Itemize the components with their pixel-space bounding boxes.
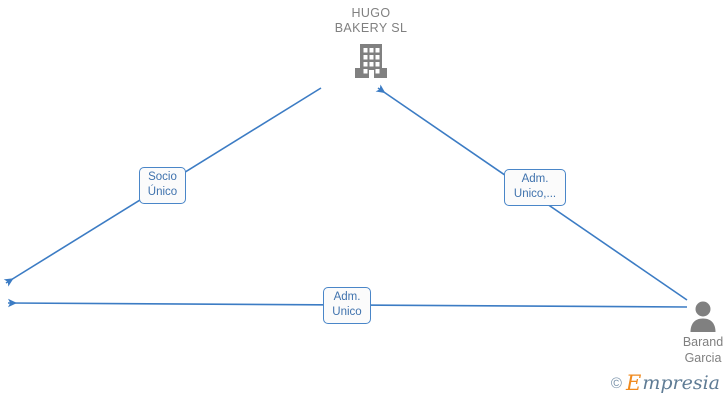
brand-initial: E	[625, 371, 642, 395]
edge-label-adm-unico-bottom[interactable]: Adm. Unico	[323, 287, 371, 324]
node-person-right[interactable]: Barand Garcia	[660, 300, 728, 366]
person-name-label: Barand Garcia	[682, 335, 724, 365]
person-icon	[660, 300, 728, 334]
node-company[interactable]: HUGO BAKERY SL	[296, 6, 446, 82]
company-name-label: HUGO BAKERY SL	[334, 6, 408, 35]
copyright-icon: ©	[610, 375, 622, 392]
watermark-empresia: © E mpresia	[611, 373, 720, 394]
building-icon	[296, 42, 446, 82]
person-icon	[0, 300, 8, 334]
edge-label-adm-unico-right[interactable]: Adm. Unico,...	[504, 169, 566, 206]
brand-name: mpresia	[642, 372, 720, 394]
node-person-left[interactable]	[0, 300, 8, 335]
edge-label-socio-unico[interactable]: Socio Único	[139, 167, 186, 204]
